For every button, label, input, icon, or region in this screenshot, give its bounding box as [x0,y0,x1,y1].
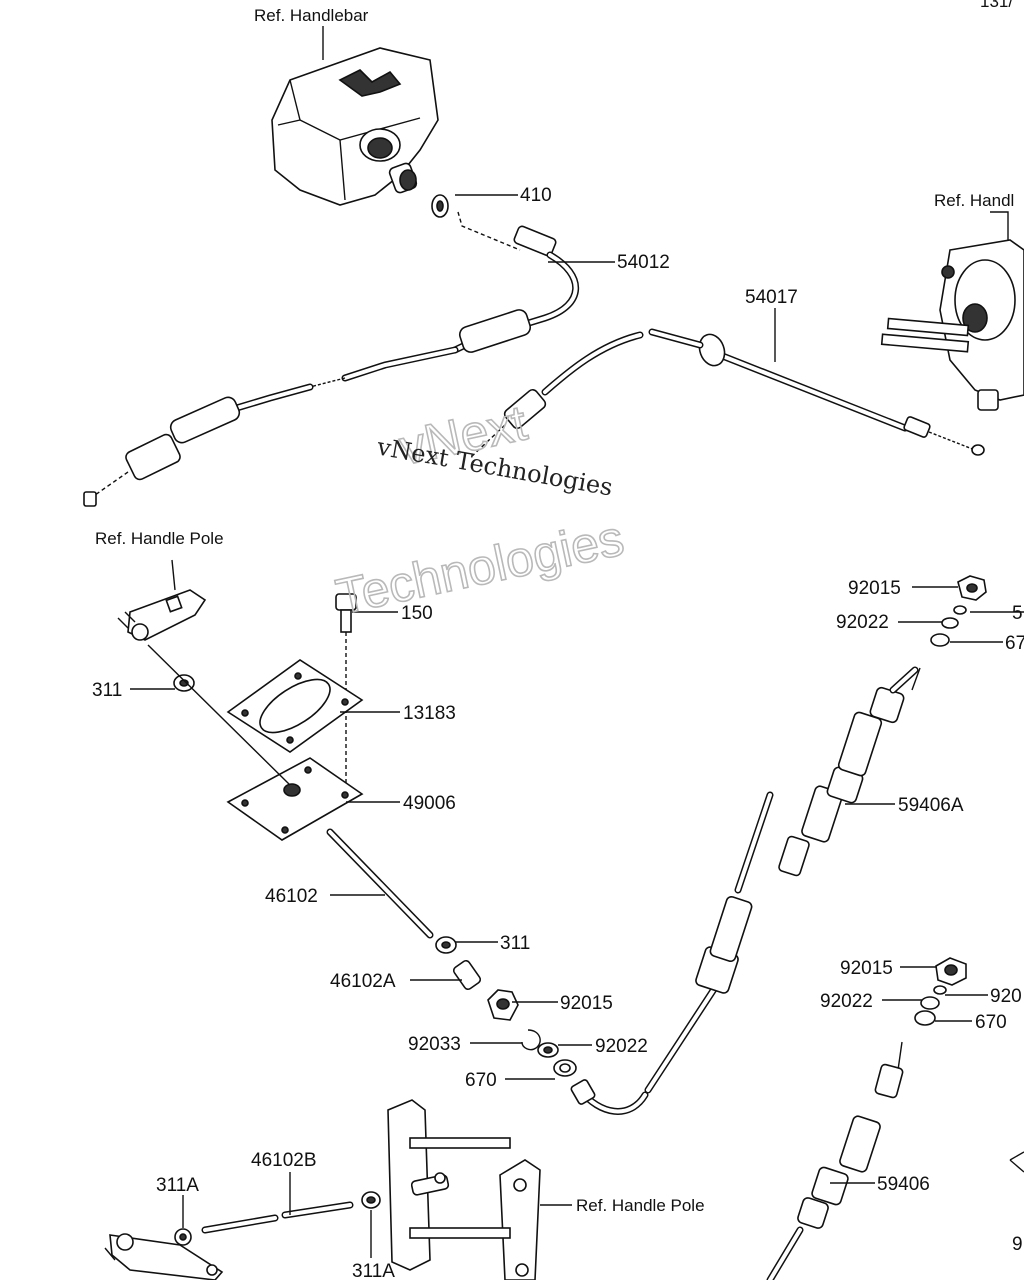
label-54017: 54017 [745,287,798,308]
clip-92033 [521,1029,541,1051]
label-46102A: 46102A [330,971,396,992]
leader-lines [130,26,1024,1258]
label-92015-b: 92015 [848,578,901,599]
label-670-a: 670 [465,1070,497,1091]
rod-46102B [201,1201,354,1234]
label-92022-c: 92022 [820,991,873,1012]
pole-bracket [387,1099,541,1280]
plate-49006 [226,757,364,841]
cable-54017 [469,328,985,459]
label-edge-5: 5 [1012,603,1023,624]
label-13183: 13183 [403,703,456,724]
label-311-a: 311 [92,680,122,701]
nut-92015-right-lower [935,957,967,986]
label-92022-b: 92022 [836,612,889,633]
label-46102B: 46102B [251,1150,317,1171]
label-311A-a: 311A [156,1175,199,1196]
washer-670-right-lower [914,1010,936,1026]
lever-arm [117,559,207,641]
label-top-right-fragment: 131/ [980,0,1013,11]
label-311A-b: 311A [352,1261,395,1280]
label-54012: 54012 [617,252,670,273]
label-670-b: 67 [1005,633,1024,654]
sleeve-46102A [452,959,482,991]
cable-59406 [766,1041,1024,1280]
throttle-housing [271,47,439,206]
label-410: 410 [520,185,552,206]
label-49006: 49006 [403,793,456,814]
rod-46102 [326,828,434,939]
label-92033: 92033 [408,1034,461,1055]
label-edge-9: 9 [1012,1234,1023,1255]
part-labels: Ref. Handlebar Ref. Handl Ref. Handle Po… [92,0,1024,1280]
label-ref-handle-pole-1: Ref. Handle Pole [95,529,224,548]
label-92015-a: 92015 [560,993,613,1014]
washer-92022-right-lower [920,996,940,1010]
watermark: vNext Technologies vNext Technologies [331,394,630,626]
watermark-line-b: Technologies [331,510,628,625]
gasket-13183 [226,659,364,753]
washer-670-right-upper [930,633,950,647]
handlebar-control-right [880,239,1024,411]
washer-92022-right-upper [941,617,959,629]
label-150: 150 [401,603,433,624]
label-920-c: 920 [990,986,1022,1007]
throttle-cable-54012 [83,211,580,507]
nut-92015-left [487,989,519,1021]
label-59406: 59406 [877,1174,930,1195]
label-ref-handlebar-1: Ref. Handlebar [254,6,369,25]
lower-lever [104,1233,224,1280]
nut-92015-right-upper [957,575,987,601]
label-ref-handlebar-2: Ref. Handl [934,191,1014,210]
label-59406A: 59406A [898,795,964,816]
cable-59406A [570,666,921,1115]
label-46102: 46102 [265,886,318,907]
label-311-b: 311 [500,933,530,954]
label-ref-handle-pole-2: Ref. Handle Pole [576,1196,705,1215]
label-670-c: 670 [975,1012,1007,1033]
label-92015-c: 92015 [840,958,893,979]
label-92022-a: 92022 [595,1036,648,1057]
